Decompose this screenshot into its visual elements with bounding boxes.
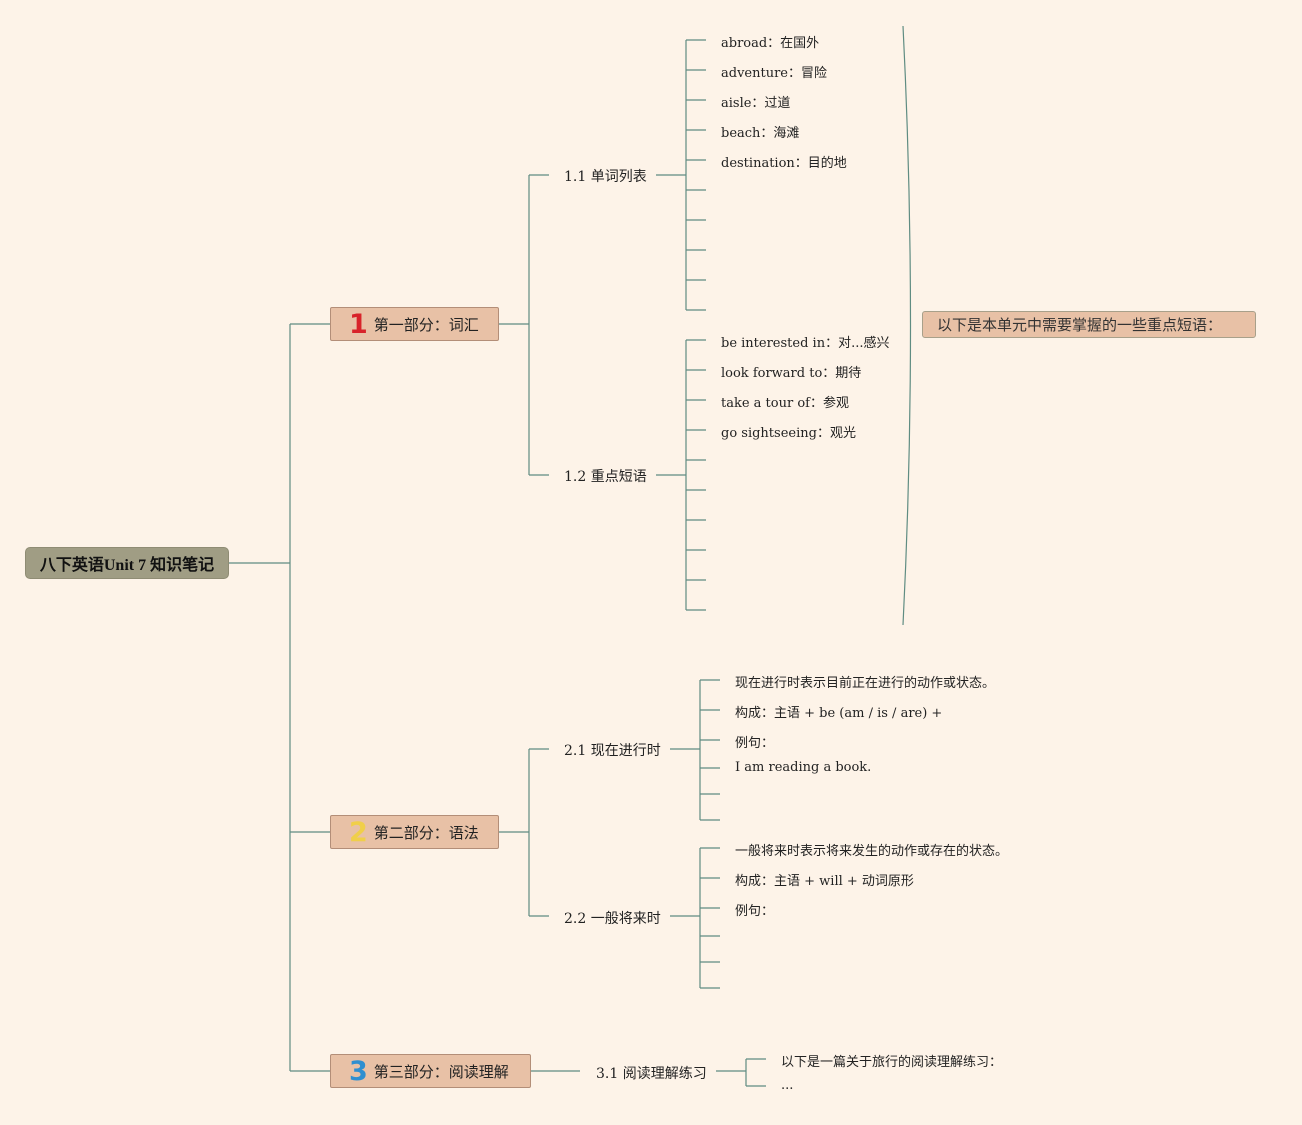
part-label: 第一部分：词汇 xyxy=(373,315,479,334)
reading-item[interactable]: 以下是一篇关于旅行的阅读理解练习： xyxy=(781,1055,1003,1070)
number-2-icon: 2 xyxy=(349,816,368,848)
part-grammar[interactable]: 2 第二部分：语法 xyxy=(330,815,499,849)
number-3-icon: 3 xyxy=(349,1055,368,1087)
vocab-item[interactable]: aisle：过道 xyxy=(721,96,791,111)
reading-item[interactable]: ... xyxy=(781,1078,794,1093)
grammar-item[interactable]: 例句： xyxy=(735,904,775,919)
phrase-item[interactable]: be interested in：对...感兴 xyxy=(721,336,890,351)
number-1-icon: 1 xyxy=(349,308,368,340)
root-topic[interactable]: 八下英语Unit 7 知识笔记 xyxy=(25,547,229,579)
part-label: 第三部分：阅读理解 xyxy=(373,1062,509,1081)
summary-note[interactable]: 以下是本单元中需要掌握的一些重点短语： xyxy=(922,311,1256,338)
grammar-item[interactable]: 构成：主语 + will + 动词原形 xyxy=(735,874,914,889)
vocab-item[interactable]: abroad：在国外 xyxy=(721,36,820,51)
phrase-item[interactable]: take a tour of：参观 xyxy=(721,396,849,411)
part-label: 第二部分：语法 xyxy=(373,823,479,842)
grammar-item[interactable]: I am reading a book. xyxy=(735,760,872,775)
grammar-item[interactable]: 例句： xyxy=(735,736,775,751)
subtopic-present-continuous[interactable]: 2.1 现在进行时 xyxy=(564,743,661,759)
subtopic-reading-practice[interactable]: 3.1 阅读理解练习 xyxy=(596,1066,707,1082)
vocab-item[interactable]: beach：海滩 xyxy=(721,126,800,141)
part-vocabulary[interactable]: 1 第一部分：词汇 xyxy=(330,307,499,341)
root-title: 八下英语Unit 7 知识笔记 xyxy=(39,557,215,574)
grammar-item[interactable]: 一般将来时表示将来发生的动作或存在的状态。 xyxy=(735,844,1009,859)
vocab-item[interactable]: destination：目的地 xyxy=(721,156,847,171)
vocab-item[interactable]: adventure：冒险 xyxy=(721,66,827,81)
phrase-item[interactable]: look forward to：期待 xyxy=(721,366,862,381)
subtopic-word-list[interactable]: 1.1 单词列表 xyxy=(564,169,647,185)
phrase-item[interactable]: go sightseeing：观光 xyxy=(721,426,856,441)
part-reading[interactable]: 3 第三部分：阅读理解 xyxy=(330,1054,531,1088)
summary-note-text: 以下是本单元中需要掌握的一些重点短语： xyxy=(937,316,1223,334)
subtopic-key-phrases[interactable]: 1.2 重点短语 xyxy=(564,469,647,485)
grammar-item[interactable]: 现在进行时表示目前正在进行的动作或状态。 xyxy=(735,676,996,691)
grammar-item[interactable]: 构成：主语 + be (am / is / are) + xyxy=(735,706,943,721)
subtopic-future-simple[interactable]: 2.2 一般将来时 xyxy=(564,911,661,927)
